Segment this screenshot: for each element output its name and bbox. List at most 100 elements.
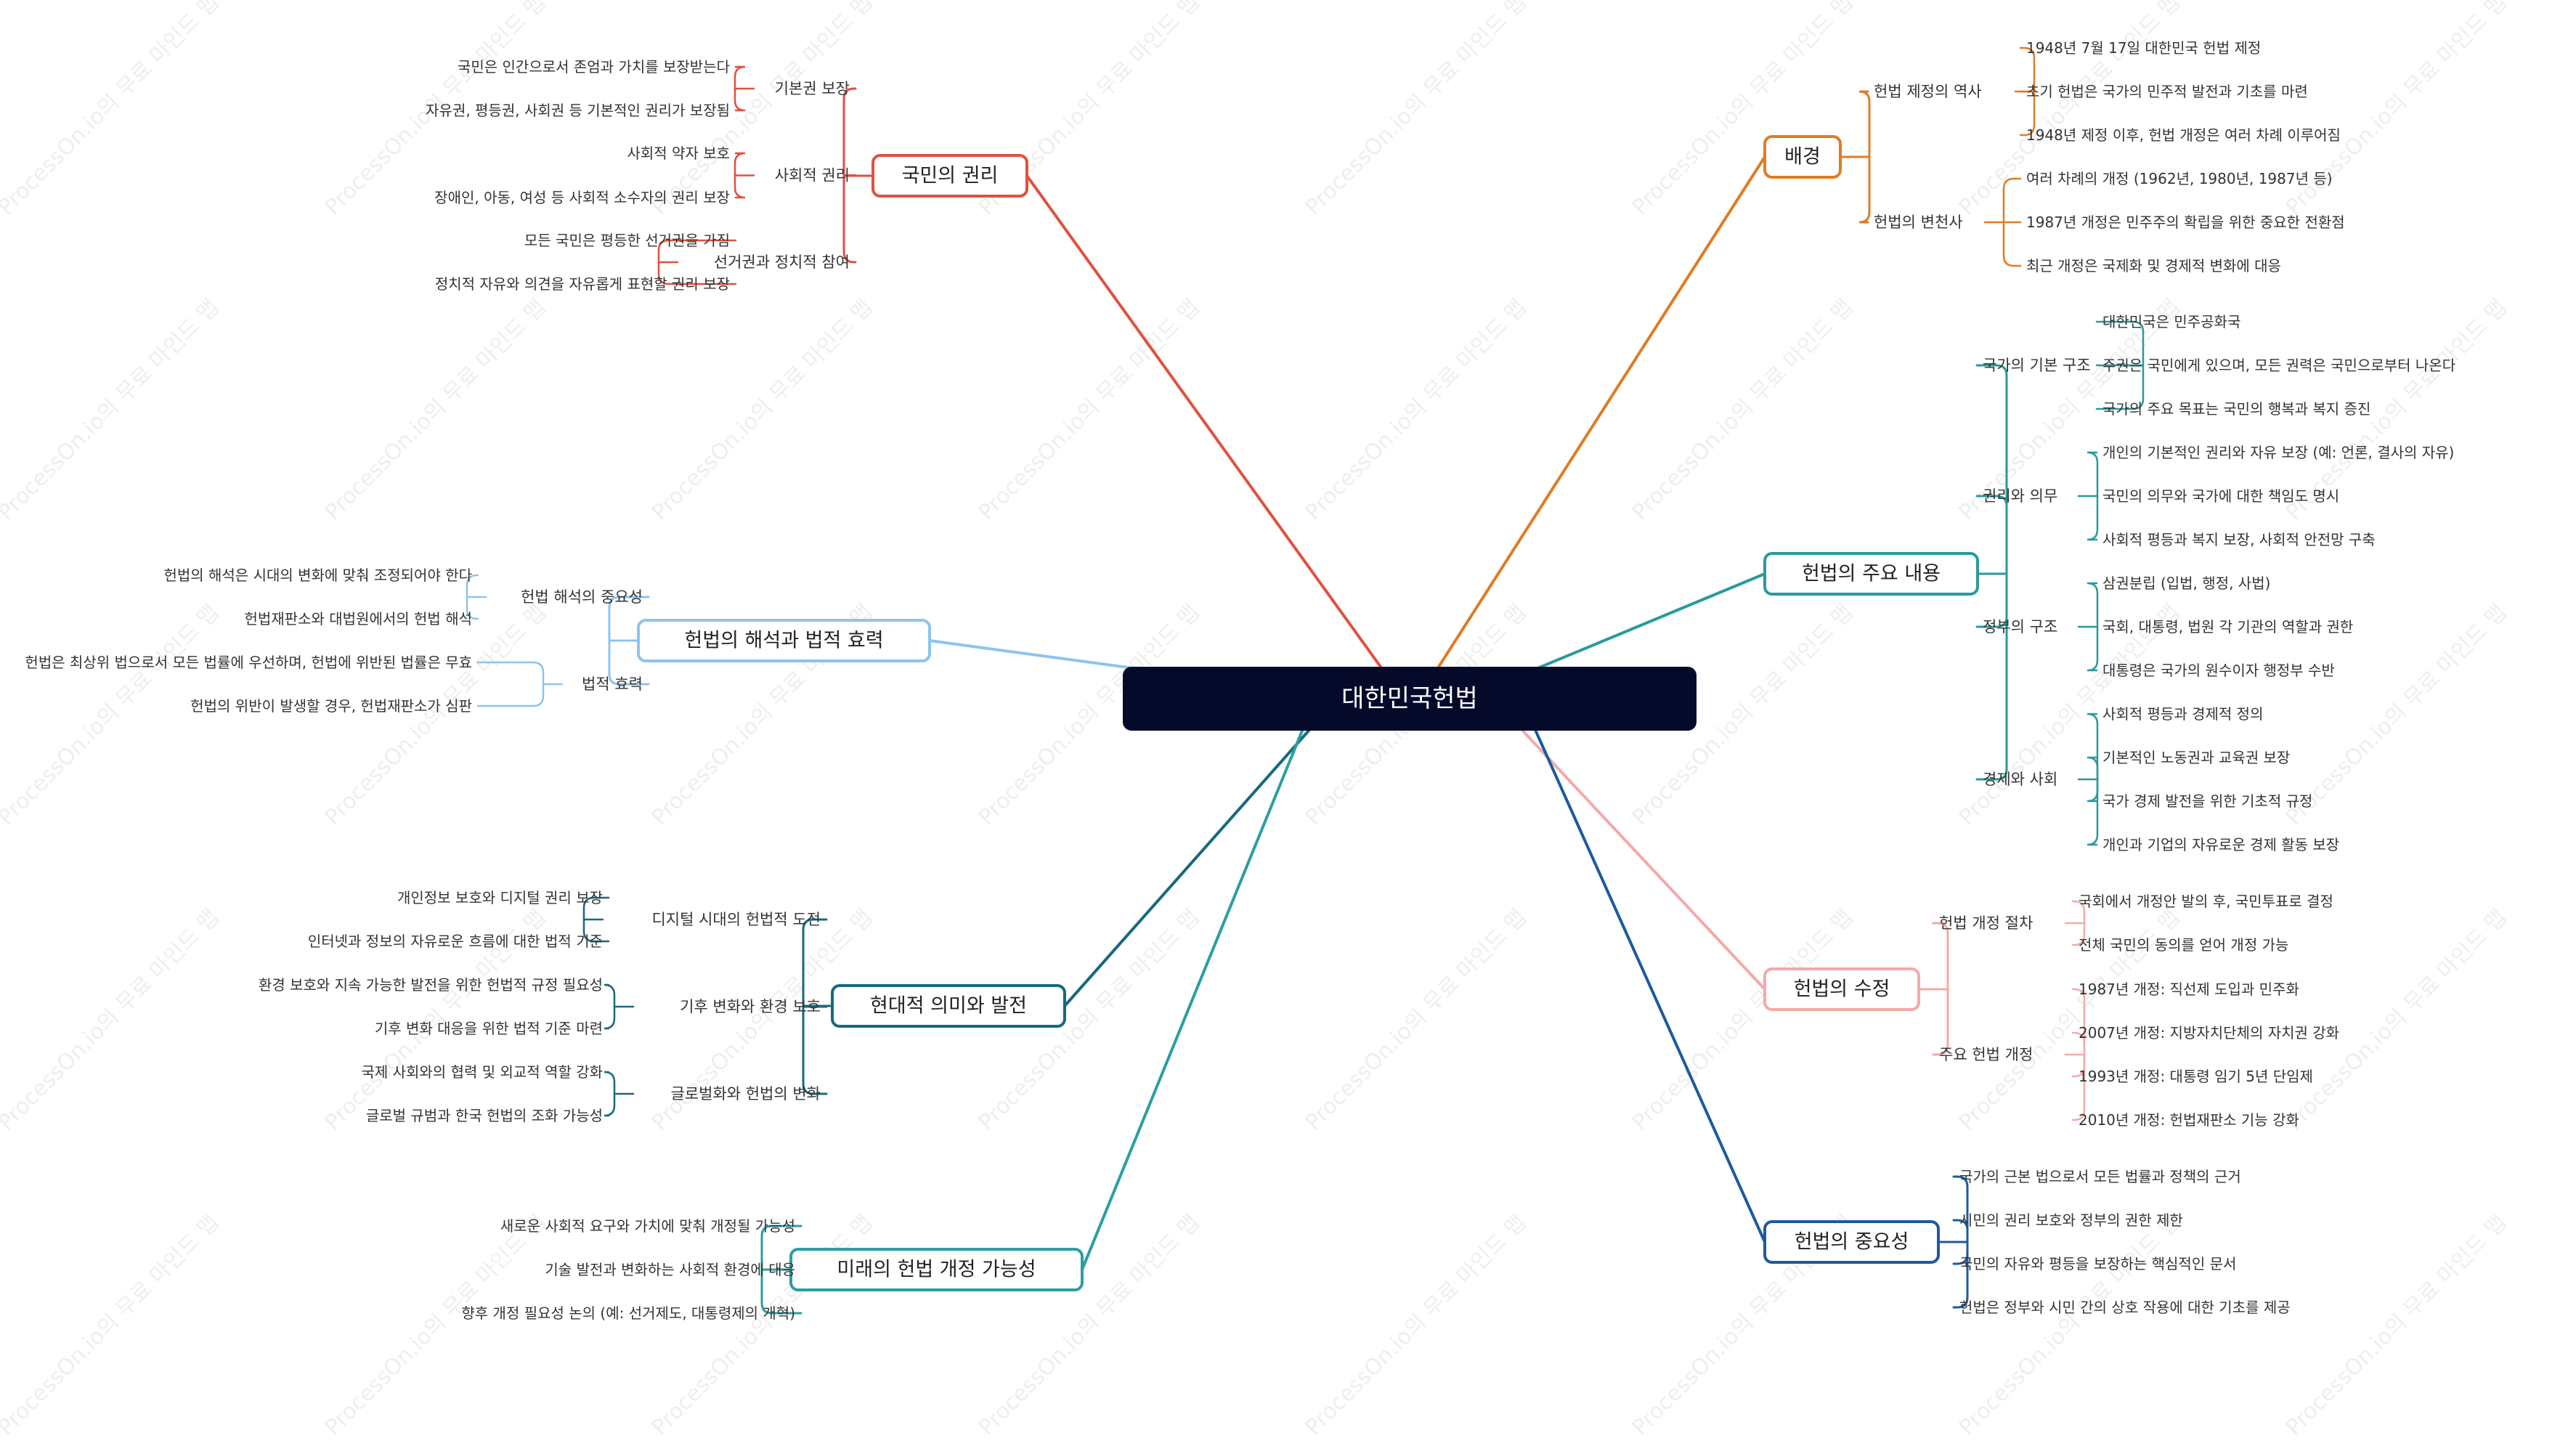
leaf-item-r0-1-0: 여러 차례의 개정 (1962년, 1980년, 1987년 등) xyxy=(2026,170,2333,187)
connector-line xyxy=(476,661,545,686)
leaf-item-r1-0-2: 국가의 주요 목표는 국민의 행복과 복지 증진 xyxy=(2102,400,2370,418)
connector-line xyxy=(734,65,746,90)
leaf-item-l1-1-1: 헌법의 위반이 발생할 경우, 헌법재판소가 심판 xyxy=(190,697,472,715)
connector-line xyxy=(608,596,650,642)
topic-node-r1[interactable] xyxy=(1763,552,1979,596)
connector-line xyxy=(582,918,610,943)
leaf-item-r2-1-0: 1987년 개정: 직선제 도입과 민주화 xyxy=(2079,981,2299,998)
connector-line xyxy=(604,1071,616,1095)
leaf-item-r2-1-1: 2007년 개정: 지방자치단체의 자치권 강화 xyxy=(2079,1024,2339,1042)
leaf-item-r2-0-1: 전체 국민의 동의를 얻어 개정 가능 xyxy=(2079,936,2288,954)
leaf-item-l3-1: 기술 발전과 변화하는 사회적 환경에 대응 xyxy=(545,1261,795,1278)
connector-line xyxy=(582,896,610,921)
leaf-item-r3-3: 헌법은 정부와 시민 간의 상호 작용에 대한 기초를 제공 xyxy=(1959,1299,2291,1316)
topic-node-label-r0: 배경 xyxy=(1784,146,1821,169)
group-label-l0-0: 기본권 보장 xyxy=(775,80,850,97)
leaf-item-r1-3-0: 사회적 평등과 경제적 정의 xyxy=(2102,705,2263,723)
leaf-item-l2-0-0: 개인정보 보호와 디지털 권리 보장 xyxy=(397,889,603,906)
connector-line xyxy=(604,1005,616,1030)
connector-line xyxy=(734,152,746,176)
connector-line xyxy=(2095,364,2145,410)
leaf-item-r3-2: 국민의 자유와 평등을 보장하는 핵심적인 문서 xyxy=(1959,1255,2236,1272)
topic-node-label-r1: 헌법의 주요 내용 xyxy=(1802,563,1941,585)
leaf-item-r1-2-0: 삼권분립 (입법, 행정, 사법) xyxy=(2102,575,2270,592)
connector-line xyxy=(1952,1219,1969,1243)
connector-line xyxy=(2019,90,2036,137)
topic-node-l0[interactable] xyxy=(871,154,1028,198)
group-label-l1-1: 법적 효력 xyxy=(582,675,643,693)
connector-line xyxy=(2087,778,2099,846)
topic-node-label-l2: 현대적 의미와 발전 xyxy=(870,995,1027,1018)
leaf-item-l0-0-1: 자유권, 평등권, 사회권 등 기본적인 권리가 보장됨 xyxy=(426,102,730,119)
group-label-r0-1: 헌법의 변천사 xyxy=(1874,214,1963,231)
connector-line xyxy=(1437,155,1766,668)
leaf-item-r0-0-2: 1948년 제정 이후, 헌법 개정은 여러 차례 이루어짐 xyxy=(2026,126,2341,144)
leaf-item-l0-2-1: 정치적 자유와 의견을 자유롭게 표현할 권리 보장 xyxy=(435,275,730,293)
connector-line xyxy=(1081,697,1317,1271)
group-label-l0-1: 사회적 권리 xyxy=(775,167,850,184)
connector-line xyxy=(734,87,746,112)
connector-line xyxy=(1858,155,1871,224)
connector-line xyxy=(2002,177,2022,224)
connector-line xyxy=(466,596,479,620)
leaf-item-l2-0-1: 인터넷과 정보의 자유로운 흐름에 대한 법적 기준 xyxy=(308,933,603,950)
connector-line xyxy=(842,174,857,264)
leaf-item-r1-2-2: 대통령은 국가의 원수이자 행정부 수반 xyxy=(2102,662,2335,679)
connector-line xyxy=(2019,46,2036,93)
connector-line xyxy=(2087,713,2099,781)
topic-node-r3[interactable] xyxy=(1763,1220,1940,1264)
connector-line xyxy=(2087,582,2099,628)
connector-line xyxy=(604,983,616,1008)
connector-line xyxy=(1932,988,1949,1056)
leaf-item-r1-0-1: 주권은 국민에게 있으며, 모든 권력은 국민으로부터 나온다 xyxy=(2102,357,2455,374)
leaf-item-r1-1-0: 개인의 기본적인 권리와 자유 보장 (예: 언론, 결사의 자유) xyxy=(2102,444,2454,461)
group-label-r2-1: 주요 헌법 개정 xyxy=(1939,1046,2033,1063)
group-label-r1-2: 정부의 구조 xyxy=(1983,618,2057,636)
root-node-label: 대한민국헌법 xyxy=(1341,684,1478,713)
topic-node-label-l0: 국민의 권리 xyxy=(902,165,999,187)
connector-line xyxy=(657,261,737,285)
connector-line xyxy=(760,1268,803,1315)
root-node[interactable] xyxy=(1123,667,1697,731)
leaf-item-r2-0-0: 국회에서 개정안 발의 후, 국민투표로 결정 xyxy=(2079,893,2333,910)
leaf-item-l3-0: 새로운 사회적 요구와 가치에 맞춰 개정될 가능성 xyxy=(500,1217,795,1235)
leaf-item-l2-1-1: 기후 변화 대응을 위한 법적 기준 마련 xyxy=(375,1020,603,1037)
leaf-item-l1-0-0: 헌법의 해석은 시대의 변화에 맞춰 조정되어야 한다 xyxy=(163,567,472,584)
connector-line xyxy=(842,87,857,177)
topic-node-r2[interactable] xyxy=(1763,967,1920,1011)
connector-line xyxy=(2071,988,2086,1056)
leaf-item-l3-2: 향후 개정 필요성 논의 (예: 선거제도, 대통령제의 개혁) xyxy=(461,1304,795,1322)
leaf-item-r2-1-3: 2010년 개정: 헌법재판소 기능 강화 xyxy=(2079,1111,2299,1129)
group-label-r1-3: 경제와 사회 xyxy=(1983,771,2057,788)
group-label-r1-1: 권리와 의무 xyxy=(1983,487,2057,505)
connector-line xyxy=(604,1092,616,1117)
connector-line xyxy=(1952,1175,1969,1243)
connector-line xyxy=(2087,625,2099,672)
group-label-r1-0: 국가의 기본 구조 xyxy=(1983,357,2091,374)
leaf-item-r0-1-2: 최근 개정은 국제화 및 경제적 변화에 대응 xyxy=(2026,257,2281,275)
topic-node-l2[interactable] xyxy=(831,984,1066,1028)
leaf-item-l2-2-1: 글로벌 규범과 한국 헌법의 조화 가능성 xyxy=(366,1107,603,1124)
connector-line xyxy=(476,683,545,707)
group-label-l0-2: 선거권과 정치적 참여 xyxy=(714,253,850,271)
topic-node-r0[interactable] xyxy=(1763,135,1842,179)
leaf-item-l0-1-1: 장애인, 아동, 여성 등 사회적 소수자의 권리 보장 xyxy=(434,189,730,206)
group-label-r0-0: 헌법 제정의 역사 xyxy=(1874,83,1982,100)
connector-line xyxy=(2071,1031,2086,1056)
connector-line xyxy=(2002,221,2022,267)
leaf-item-l2-2-0: 국제 사회와의 협력 및 외교적 역할 강화 xyxy=(361,1063,603,1081)
leaf-item-r0-1-1: 1987년 개정은 민주주의 확립을 위한 중요한 전환점 xyxy=(2026,214,2345,231)
connector-line xyxy=(1063,697,1338,1007)
leaf-item-r1-3-2: 국가 경제 발전을 위한 기초적 규정 xyxy=(2102,792,2312,810)
leaf-item-r0-0-1: 초기 헌법은 국가의 민주적 발전과 기초를 마련 xyxy=(2026,83,2308,100)
connector-line xyxy=(1952,1241,1969,1309)
topic-node-l1[interactable] xyxy=(637,619,931,662)
connector-layer xyxy=(466,46,2145,1315)
leaf-item-l2-1-0: 환경 보호와 지속 가능한 발전을 위한 헌법적 규정 필요성 xyxy=(259,976,603,994)
connector-line xyxy=(1975,364,2008,575)
connector-line xyxy=(802,918,828,1007)
topic-node-l3[interactable] xyxy=(789,1248,1084,1291)
connector-line xyxy=(2087,778,2099,803)
